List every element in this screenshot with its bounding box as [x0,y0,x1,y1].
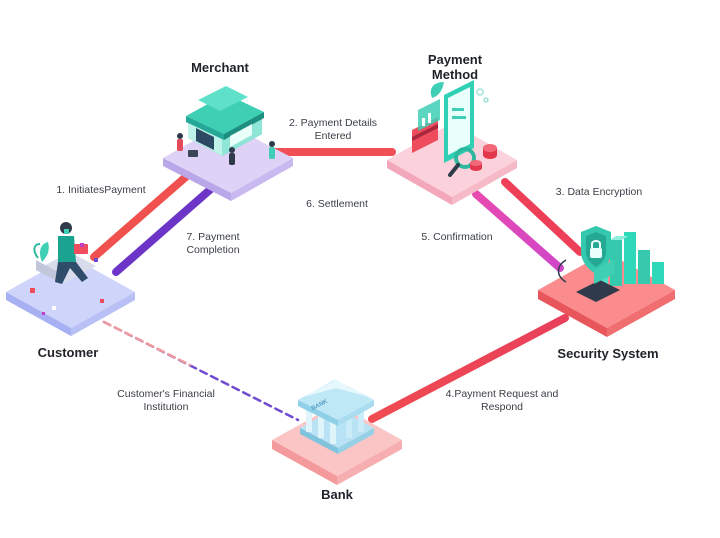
security-title: Security System [557,346,659,361]
connection-lines [90,148,584,423]
shoppers-icon [177,133,275,165]
label-confirmation: 5. Confirmation [421,231,493,243]
label-payment-request: 4.Payment Request and Respond [445,388,559,413]
bank-building-icon: BANK [298,380,374,454]
decor-dots-icon [30,229,104,315]
laptop-icon [576,260,620,302]
label-payment-completion: 7. Payment Completion [186,231,240,256]
shield-lock-icon [581,226,611,274]
label-payment-details: 2. Payment Details Entered [288,117,378,142]
security-platform [538,226,675,337]
payment-method-platform [387,80,517,205]
line-payment-completion [112,184,216,276]
label-data-encryption: 3. Data Encryption [555,186,643,198]
line-payment-request [368,314,569,423]
cable-icon [557,259,567,283]
bank-platform: BANK [272,380,402,485]
person-icon [33,222,96,284]
label-financial-institution: Customer's Financial Institution [117,388,215,413]
credit-card-icon [412,117,438,153]
line-financial-institution-start [102,320,192,367]
customer-platform [6,222,135,336]
chart-card-icon [418,99,440,131]
phone-icon [444,80,474,163]
line-initiates-payment [90,171,192,261]
line-confirmation [472,190,564,272]
label-initiates-payment: 1. InitiatesPayment [56,184,146,196]
merchant-platform [163,86,293,201]
label-settlement: 6. Settlement [306,198,368,210]
payment-method-title: Payment Method [427,52,483,82]
bank-title: Bank [321,487,353,502]
magnifier-icon [448,147,476,177]
merchant-title: Merchant [191,60,249,75]
line-data-encryption [501,178,584,256]
store-icon [186,86,264,156]
leaf-icon [430,82,489,103]
customer-title: Customer [37,345,99,360]
coins-icon [470,144,497,171]
